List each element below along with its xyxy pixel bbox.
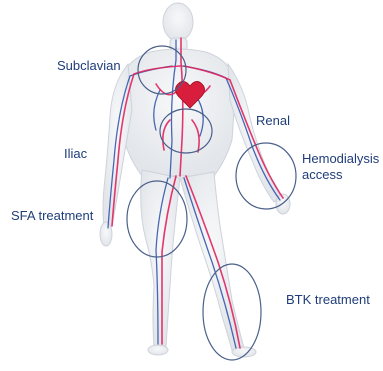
label-btk-treatment: BTK treatment xyxy=(286,292,370,307)
label-renal: Renal xyxy=(256,113,290,128)
label-subclavian: Subclavian xyxy=(57,58,121,73)
body-silhouette xyxy=(100,3,290,357)
label-hemodialysis-access: Hemodialysis access xyxy=(302,151,379,183)
label-sfa-treatment: SFA treatment xyxy=(11,208,93,223)
label-hemodialysis-line1: Hemodialysis xyxy=(302,151,379,167)
label-hemodialysis-line2: access xyxy=(302,167,379,183)
label-iliac: Iliac xyxy=(64,146,87,161)
